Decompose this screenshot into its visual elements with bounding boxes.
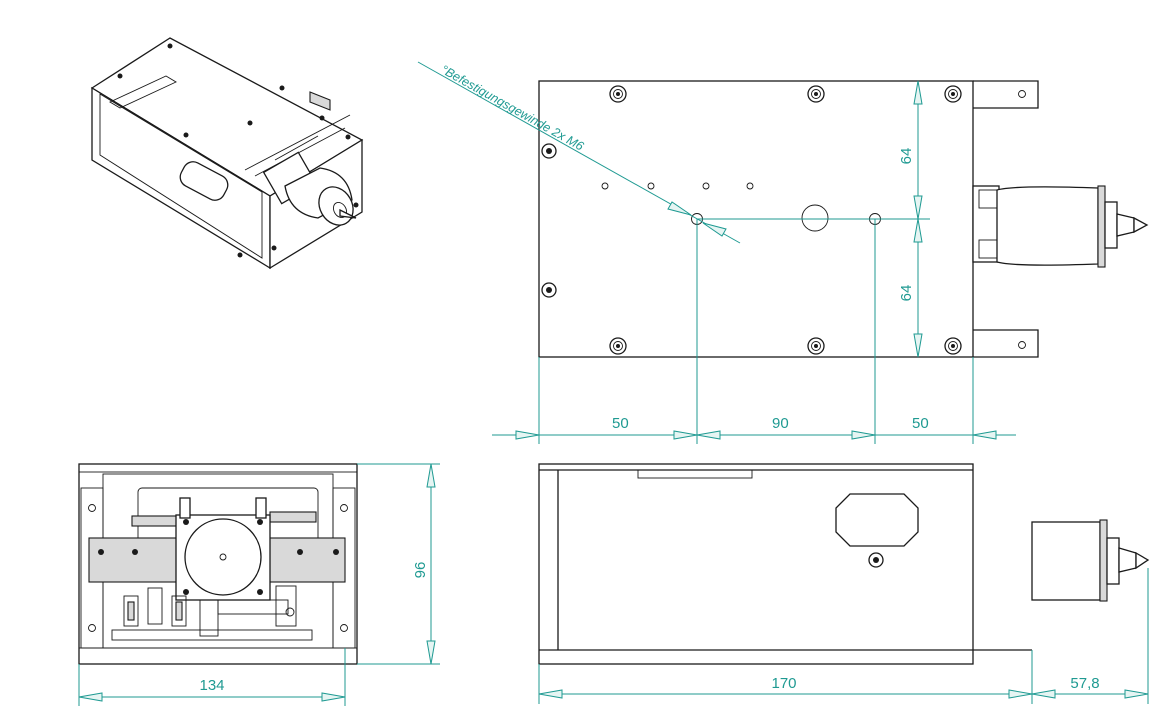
dim-upper-height: 64 xyxy=(898,148,915,165)
dim-probe-length: 57,8 xyxy=(1070,675,1099,692)
dim-top-left-offset: 50 xyxy=(612,415,629,432)
dim-top-right-offset: 50 xyxy=(912,415,929,432)
dimensions-front: 96 134 xyxy=(78,463,440,706)
dimensions-side: 170 57,8 xyxy=(538,568,1149,704)
top-probe xyxy=(996,186,1099,266)
isometric-view xyxy=(90,37,364,270)
side-window xyxy=(835,493,919,547)
side-view xyxy=(538,463,1150,665)
dim-hole-spacing: 90 xyxy=(772,415,789,432)
side-housing xyxy=(538,463,974,665)
front-view xyxy=(78,463,358,665)
dim-side-length: 170 xyxy=(771,675,796,692)
dim-lower-height: 64 xyxy=(898,285,915,302)
side-probe xyxy=(1031,521,1101,601)
dim-front-height: 96 xyxy=(412,562,429,579)
iso-window xyxy=(179,161,229,201)
front-probe-disc xyxy=(184,518,262,596)
dim-front-width: 134 xyxy=(199,677,224,694)
